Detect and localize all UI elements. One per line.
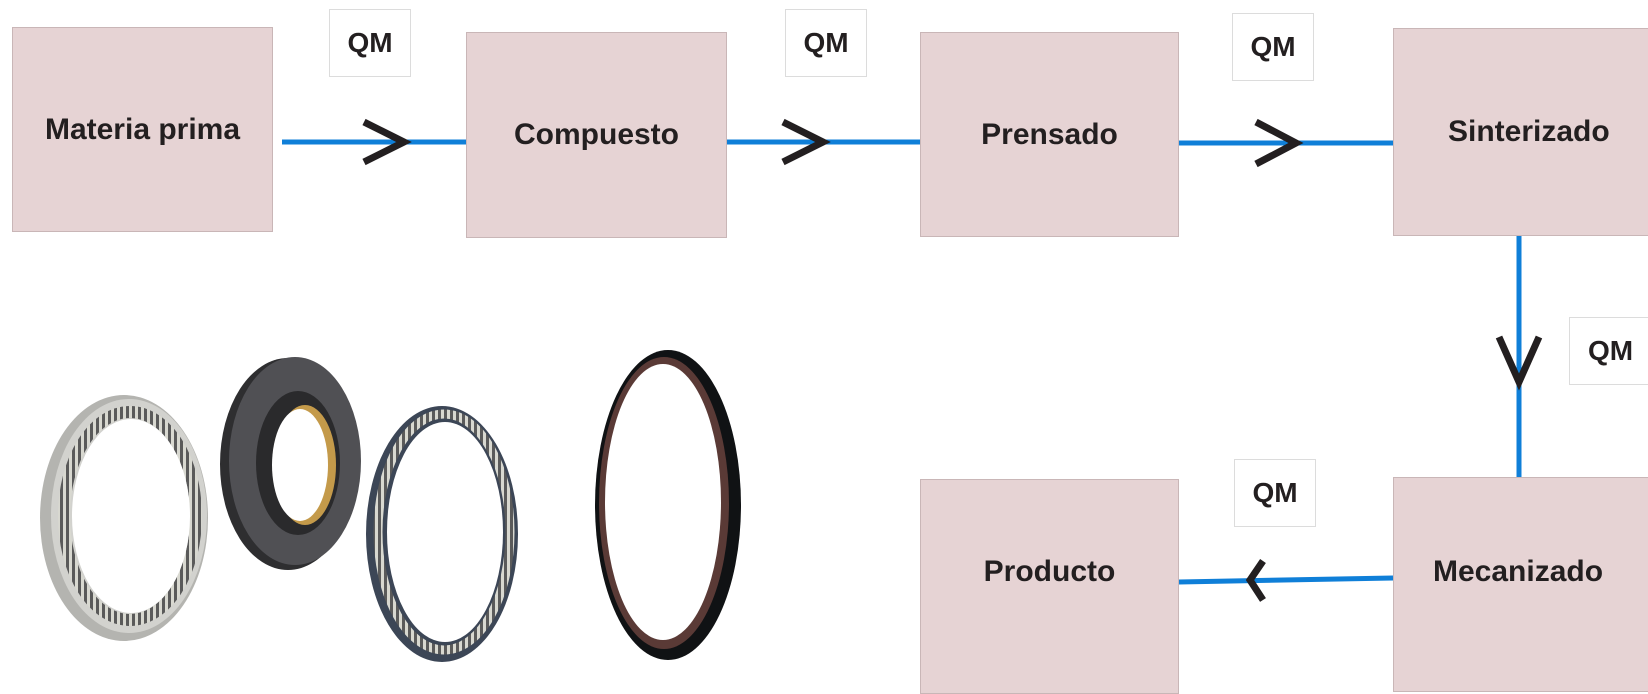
connector-machining-product (1178, 575, 1394, 585)
step-label: Producto (983, 554, 1116, 588)
arrow-down-icon (1495, 335, 1543, 391)
step-label: Mecanizado (1433, 554, 1604, 588)
spring-seal-ring-icon (366, 406, 518, 662)
qm-label-machining-product: QM (1234, 459, 1316, 527)
arrow-right-icon (781, 118, 831, 166)
qm-label-compound-pressing: QM (785, 9, 867, 77)
step-sintering: Sinterizado (1393, 28, 1648, 236)
arrow-right-icon (1254, 118, 1304, 168)
qm-label-pressing-sintering: QM (1232, 13, 1314, 81)
o-ring-seal-icon (595, 350, 741, 660)
step-raw-material: Materia prima (12, 27, 273, 232)
qm-label-sintering-machining: QM (1569, 317, 1648, 385)
seals-illustration (40, 350, 741, 662)
step-machining: Mecanizado (1393, 477, 1648, 692)
step-compound: Compuesto (466, 32, 727, 238)
step-product: Producto (920, 479, 1179, 694)
step-pressing: Prensado (920, 32, 1179, 237)
step-label: Compuesto (514, 118, 679, 151)
spring-energized-seal-icon (40, 395, 208, 641)
rotary-shaft-seal-icon (220, 357, 361, 570)
step-label: Materia prima (44, 112, 241, 146)
qm-label-raw-compound: QM (329, 9, 411, 77)
step-label: Prensado (981, 117, 1118, 151)
step-label: Sinterizado (1448, 115, 1610, 148)
arrow-right-icon (362, 118, 412, 166)
arrow-left-icon (1245, 559, 1266, 602)
flow-connectors (282, 118, 1543, 602)
